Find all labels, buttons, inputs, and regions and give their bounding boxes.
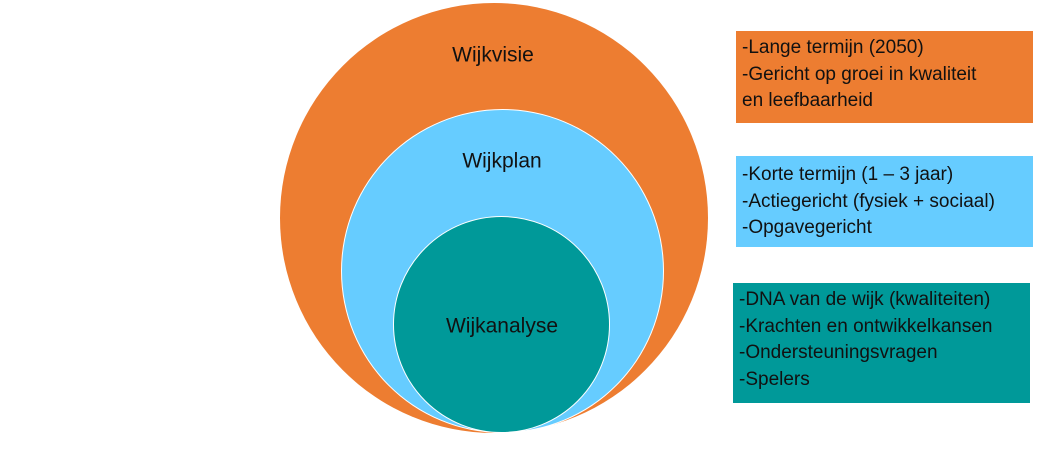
box-line: -Opgavegericht — [742, 217, 872, 238]
box-line: -Actiegericht (fysiek + sociaal) — [742, 190, 995, 212]
box-wijkanalyse: -DNA van de wijk (kwaliteiten) -Krachten… — [733, 283, 1030, 403]
box-line: en leefbaarheid — [742, 90, 873, 111]
label-wijkplan: Wijkplan — [462, 149, 542, 173]
box-line: -Gericht op groei in kwaliteit — [742, 63, 977, 85]
box-line: -Ondersteuningsvragen — [739, 342, 938, 363]
label-wijkvisie: Wijkvisie — [452, 43, 534, 67]
label-wijkanalyse: Wijkanalyse — [445, 314, 559, 338]
circle-wijkanalyse — [393, 216, 610, 433]
box-line: -Korte termijn (1 – 3 jaar) — [742, 164, 954, 185]
box-line: -Krachten en ontwikkelkansen — [739, 315, 993, 337]
box-line: -Lange termijn (2050) — [742, 37, 924, 58]
box-line: -Spelers — [739, 368, 810, 390]
box-line: -DNA van de wijk (kwaliteiten) — [739, 289, 991, 310]
box-wijkplan: -Korte termijn (1 – 3 jaar) -Actiegerich… — [736, 156, 1033, 247]
box-wijkvisie: -Lange termijn (2050) -Gericht op groei … — [736, 31, 1033, 123]
